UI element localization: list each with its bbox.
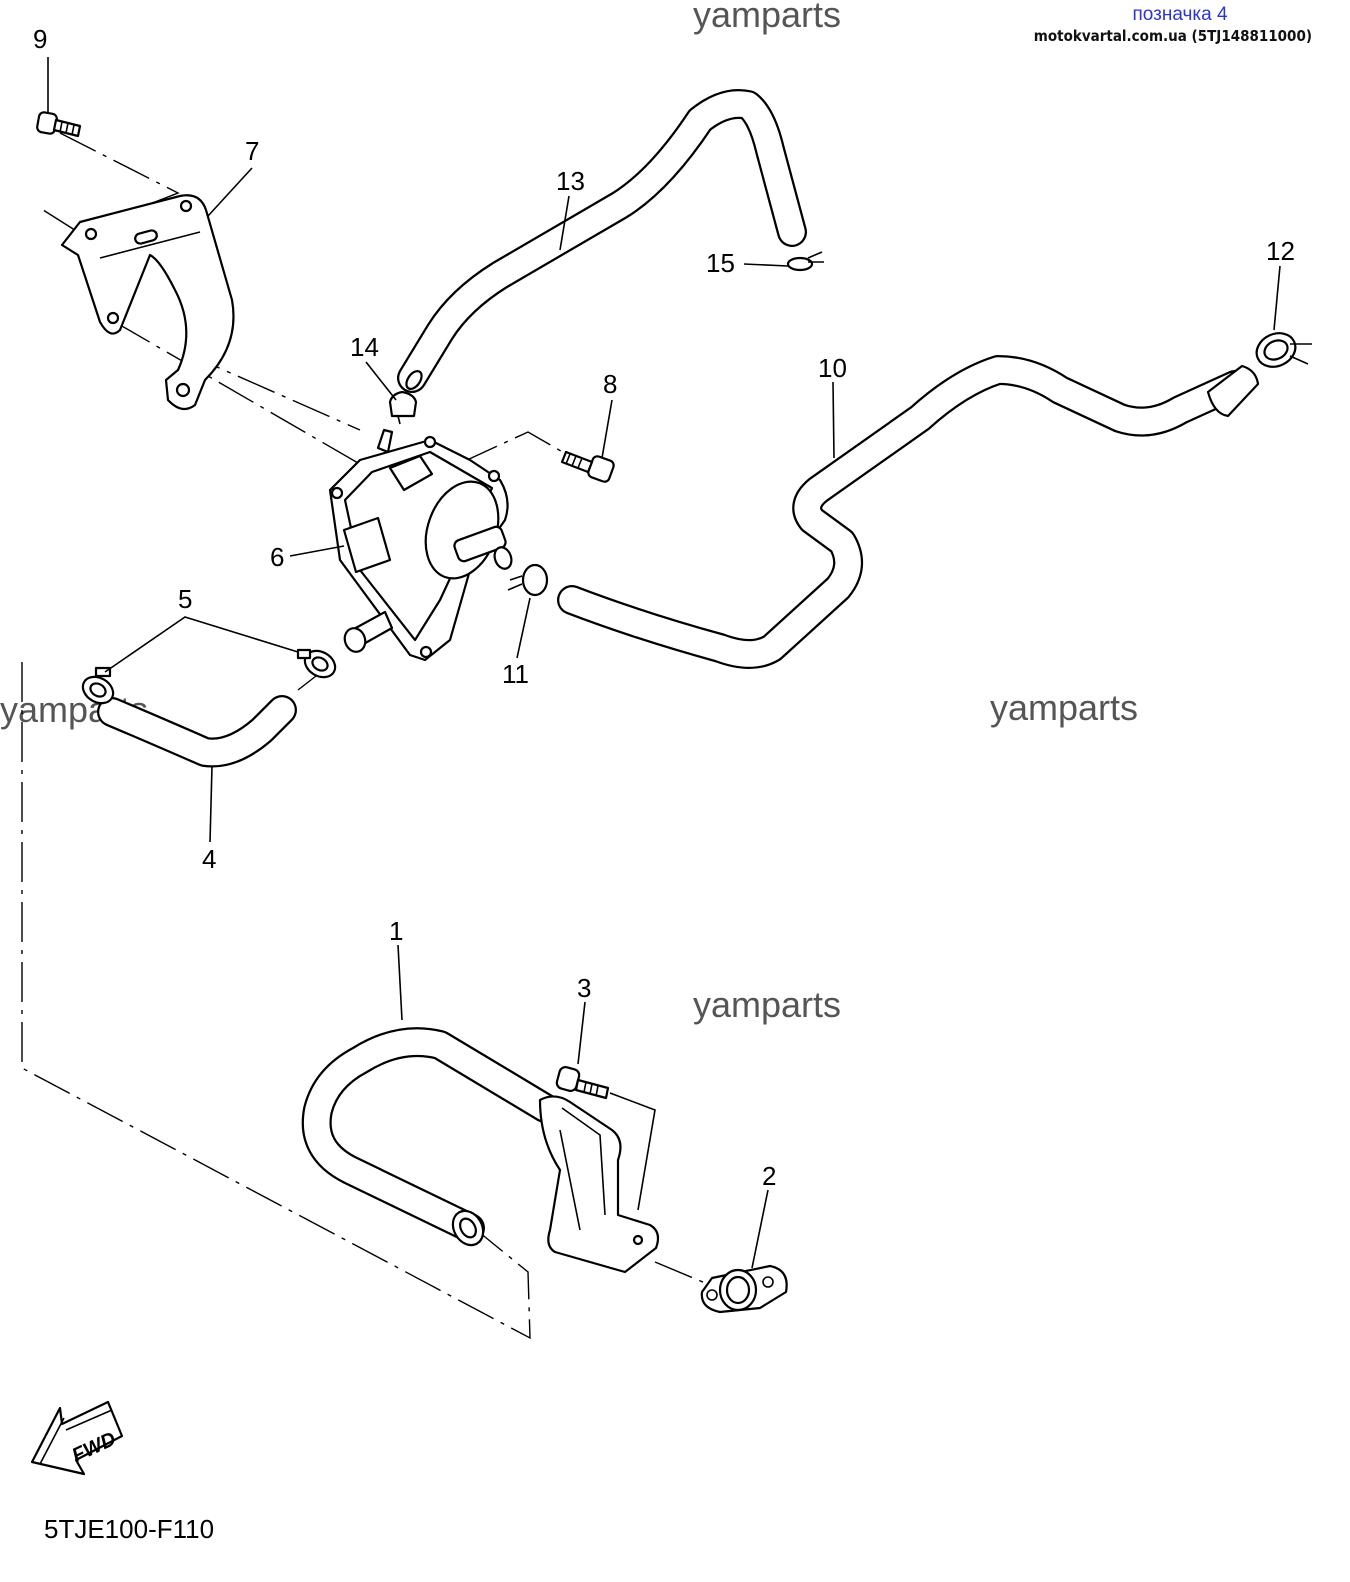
callout-7: 7	[245, 136, 259, 166]
callout-13: 13	[556, 166, 585, 196]
part-3-bolt	[555, 1066, 610, 1100]
part-15-clip	[786, 251, 824, 272]
part-10-hose	[557, 355, 1260, 669]
part-14-cap	[388, 390, 418, 425]
watermark-top: yamparts	[693, 0, 841, 35]
part-7-bracket	[60, 194, 235, 411]
part-9-bolt	[36, 111, 82, 138]
callout-10: 10	[818, 353, 847, 383]
callout-15: 15	[706, 248, 735, 278]
watermark-right: yamparts	[990, 687, 1138, 728]
tag-source: motokvartal.com.ua (5TJ148811000)	[1033, 27, 1312, 45]
callout-14: 14	[350, 332, 379, 362]
part-4-hose	[97, 695, 297, 768]
callout-6: 6	[270, 542, 284, 572]
callout-5: 5	[178, 584, 192, 614]
callout-2: 2	[762, 1161, 776, 1191]
fwd-arrow-icon: FWD	[30, 1400, 124, 1476]
callout-1: 1	[389, 916, 403, 946]
callout-numbers: 9 7 13 15 12 14 8 10 6 5 11 4 1 3 2	[33, 24, 1295, 1191]
callout-11: 11	[502, 659, 529, 689]
callout-9: 9	[33, 24, 47, 54]
part-11-o-ring	[507, 563, 549, 597]
part-12-clamp	[1255, 332, 1312, 368]
watermark-bottom: yamparts	[693, 984, 841, 1025]
part-5-clip-left	[81, 666, 115, 705]
part-8-bolt	[560, 450, 615, 483]
diagram-code: 5TJE100-F110	[44, 1514, 215, 1544]
part-1-air-pipe	[301, 1027, 660, 1274]
callout-12: 12	[1266, 236, 1295, 266]
leader-lines	[47, 57, 1281, 1269]
part-6-reed-valve	[328, 428, 513, 662]
tag-label: позначка 4	[1132, 4, 1228, 25]
part-2-gasket	[700, 1264, 788, 1314]
part-13-hose	[397, 89, 807, 393]
part-5-clip-right	[296, 648, 337, 679]
callout-8: 8	[603, 369, 617, 399]
callout-3: 3	[577, 973, 591, 1003]
callout-4: 4	[202, 844, 216, 874]
